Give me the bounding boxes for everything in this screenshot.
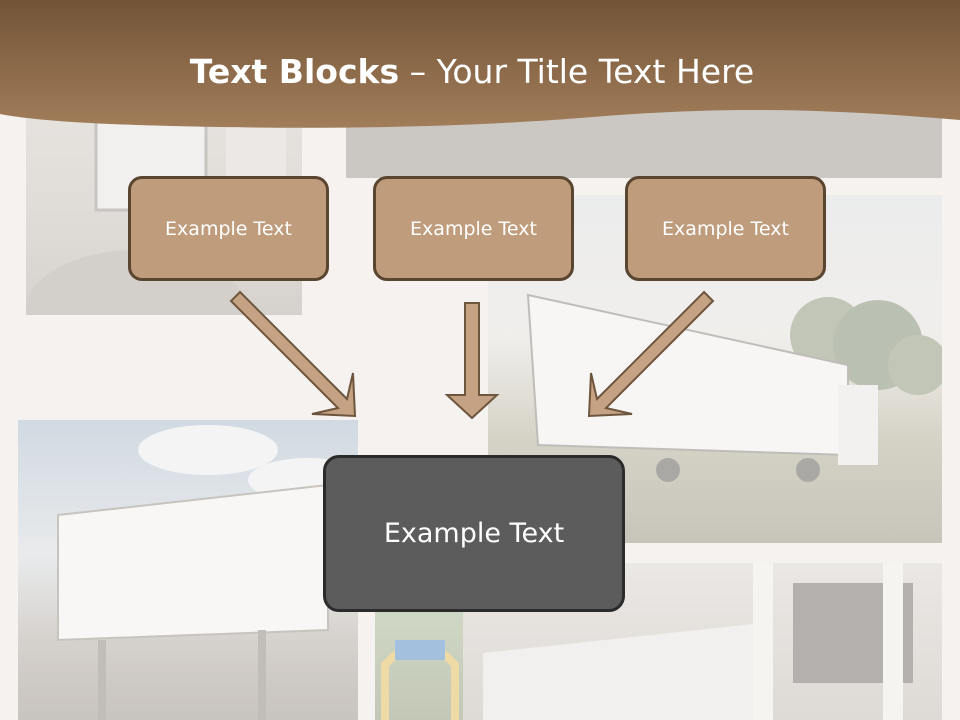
text-box-3-label: Example Text xyxy=(662,217,789,240)
text-box-2: Example Text xyxy=(373,176,574,281)
title-dash: – xyxy=(399,52,437,91)
center-text-box: Example Text xyxy=(323,455,625,612)
arrow-right xyxy=(587,290,715,418)
text-box-3: Example Text xyxy=(625,176,826,281)
text-box-1: Example Text xyxy=(128,176,329,281)
page-title: Text Blocks – Your Title Text Here xyxy=(0,52,944,91)
title-bold: Text Blocks xyxy=(189,52,400,91)
arrow-left xyxy=(229,290,357,418)
center-text-box-label: Example Text xyxy=(383,518,565,549)
title-rest: Your Title Text Here xyxy=(436,52,755,91)
text-box-2-label: Example Text xyxy=(410,217,537,240)
photo-bottom-left xyxy=(18,420,358,720)
arrow-middle xyxy=(444,302,500,420)
header-band xyxy=(0,0,960,128)
text-box-1-label: Example Text xyxy=(165,217,292,240)
